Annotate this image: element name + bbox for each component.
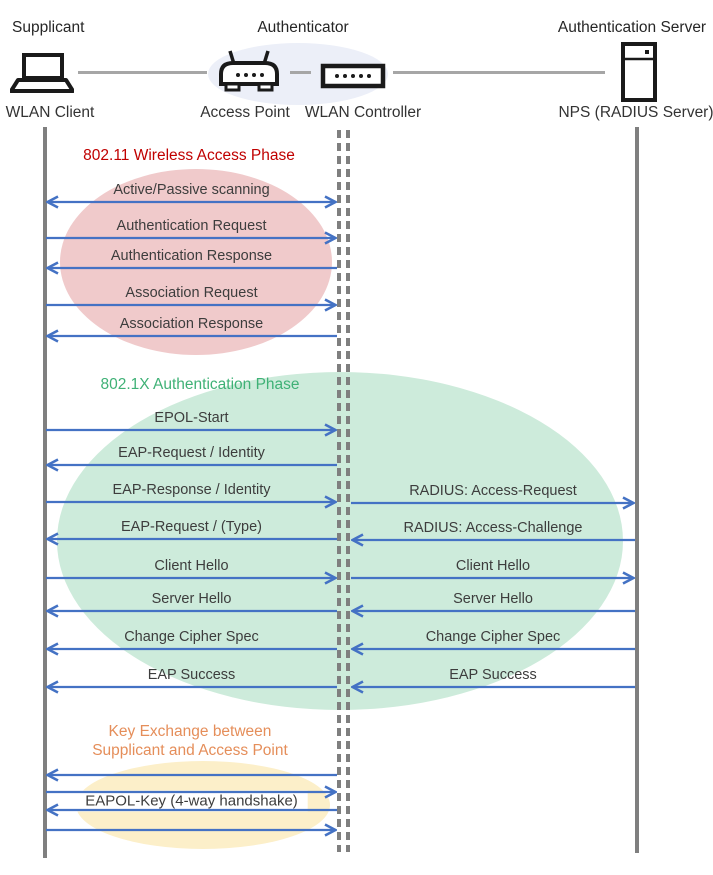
message-label: Authentication Request bbox=[116, 218, 267, 234]
message-arrow bbox=[46, 784, 337, 800]
lifeline-wlan-controller-a bbox=[337, 130, 341, 852]
lifeline-wlan-client bbox=[43, 127, 47, 858]
message-arrow bbox=[46, 328, 337, 344]
access-point-icon bbox=[219, 50, 279, 92]
message-label: Active/Passive scanning bbox=[113, 182, 270, 198]
message-label: EAP-Response / Identity bbox=[112, 482, 271, 498]
phase3-title-line1: Key Exchange between bbox=[108, 723, 272, 740]
connector-client-ap bbox=[78, 71, 207, 74]
message-arrow bbox=[46, 802, 337, 818]
message-label: Authentication Response bbox=[110, 248, 273, 264]
phase3-title: Key Exchange between Supplicant and Acce… bbox=[92, 722, 288, 760]
message-arrow bbox=[351, 603, 635, 619]
message-arrow bbox=[46, 531, 337, 547]
role-supplicant: Supplicant bbox=[12, 19, 85, 36]
phase2-title: 802.1X Authentication Phase bbox=[100, 376, 300, 393]
message-label: Client Hello bbox=[154, 558, 229, 574]
message-label: Change Cipher Spec bbox=[124, 629, 259, 645]
message-label: EAP-Request / (Type) bbox=[120, 519, 263, 535]
message-arrow bbox=[46, 457, 337, 473]
connector-ap-wlc bbox=[290, 71, 311, 74]
message-arrow bbox=[351, 679, 635, 695]
role-authenticator: Authenticator bbox=[257, 19, 349, 36]
role-authentication-server: Authentication Server bbox=[557, 19, 707, 36]
message-arrow bbox=[351, 495, 635, 511]
server-icon bbox=[621, 42, 657, 102]
phase3-title-line2: Supplicant and Access Point bbox=[92, 742, 288, 759]
message-arrow bbox=[46, 603, 337, 619]
node-label-wlan-controller: WLAN Controller bbox=[304, 104, 422, 121]
message-arrow bbox=[46, 822, 337, 838]
node-label-access-point: Access Point bbox=[200, 104, 290, 121]
message-label: Server Hello bbox=[453, 591, 533, 607]
message-label: EAP-Request / Identity bbox=[118, 445, 265, 461]
wlan-controller-icon bbox=[320, 63, 386, 89]
message-label: Change Cipher Spec bbox=[425, 629, 561, 645]
phase1-ellipse bbox=[60, 169, 332, 355]
message-label: Client Hello bbox=[455, 558, 531, 574]
message-arrow bbox=[46, 641, 337, 657]
message-arrow bbox=[351, 570, 635, 586]
message-label: EAP Success bbox=[449, 667, 537, 683]
message-arrow bbox=[46, 260, 337, 276]
message-label: EAPOL-Key (4-way handshake) bbox=[75, 790, 308, 812]
message-label: EAP Success bbox=[147, 667, 236, 683]
message-arrow bbox=[46, 679, 337, 695]
message-arrow bbox=[46, 297, 337, 313]
message-arrow bbox=[351, 532, 635, 548]
message-arrow bbox=[46, 494, 337, 510]
connector-wlc-server bbox=[393, 71, 605, 74]
message-label: RADIUS: Access-Challenge bbox=[403, 520, 583, 536]
message-label: RADIUS: Access-Request bbox=[409, 483, 577, 499]
message-label: Association Request bbox=[125, 285, 258, 301]
message-label: Association Response bbox=[119, 316, 264, 332]
lifeline-wlan-controller-b bbox=[346, 130, 350, 852]
lifeline-nps-server bbox=[635, 127, 639, 853]
node-label-wlan-client: WLAN Client bbox=[5, 104, 95, 121]
message-arrow bbox=[46, 767, 337, 783]
message-label: EPOL-Start bbox=[154, 410, 229, 426]
node-label-nps-server: NPS (RADIUS Server) bbox=[558, 104, 713, 121]
message-arrow bbox=[46, 230, 337, 246]
message-arrow bbox=[46, 422, 337, 438]
message-arrow bbox=[46, 570, 337, 586]
laptop-icon bbox=[10, 53, 74, 93]
phase1-title: 802.11 Wireless Access Phase bbox=[83, 147, 295, 164]
message-label: Server Hello bbox=[151, 591, 232, 607]
message-arrow bbox=[351, 641, 635, 657]
message-arrow bbox=[46, 194, 337, 210]
